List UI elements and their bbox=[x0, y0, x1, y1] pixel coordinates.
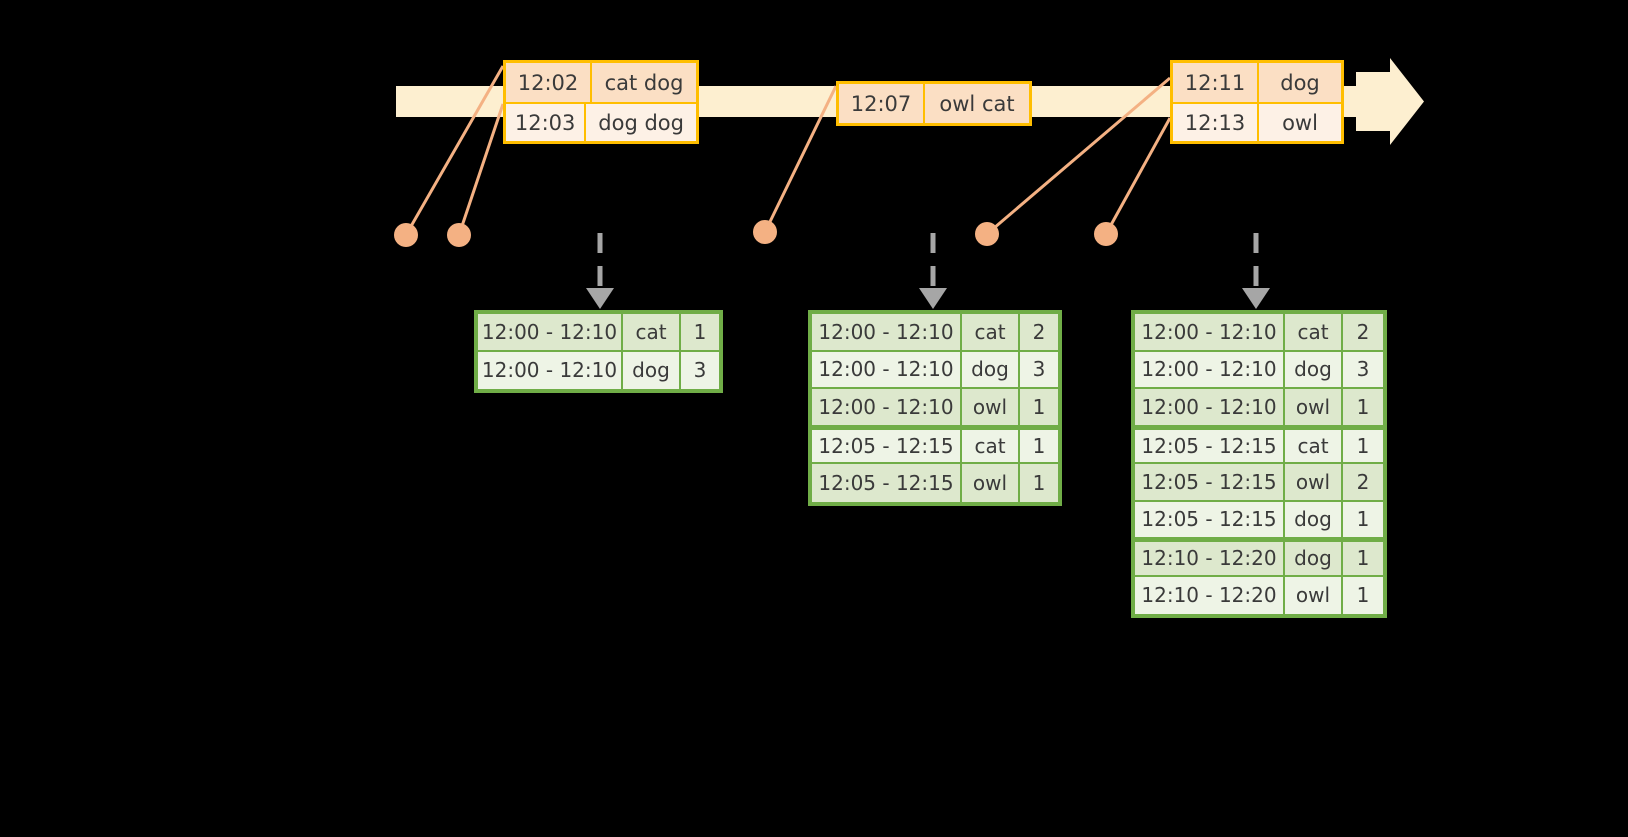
timeline-event-group-1[interactable]: 12:02 cat dog 12:03 dog dog bbox=[503, 60, 699, 144]
event-payload: dog dog bbox=[586, 104, 696, 141]
cell-window: 12:00 - 12:10 bbox=[812, 314, 962, 352]
cell-key: owl bbox=[962, 389, 1020, 427]
connector-3 bbox=[763, 85, 838, 233]
event-dot-4 bbox=[975, 222, 999, 246]
arrow-head-2 bbox=[919, 288, 947, 309]
timeline-event-row[interactable]: 12:11 dog bbox=[1173, 63, 1341, 102]
event-dot-5 bbox=[1094, 222, 1118, 246]
timeline-event-row[interactable]: 12:13 owl bbox=[1173, 102, 1341, 141]
cell-window: 12:00 - 12:10 bbox=[1135, 389, 1285, 427]
cell-key: owl bbox=[1285, 576, 1343, 614]
table-row[interactable]: 12:05 - 12:15 dog 1 bbox=[1135, 501, 1383, 539]
cell-window: 12:00 - 12:10 bbox=[1135, 351, 1285, 389]
cell-window: 12:10 - 12:20 bbox=[1135, 576, 1285, 614]
timeline-event-row[interactable]: 12:07 owl cat bbox=[839, 84, 1029, 123]
event-payload: cat dog bbox=[592, 63, 696, 102]
event-time: 12:11 bbox=[1173, 63, 1259, 102]
cell-count: 3 bbox=[1020, 351, 1058, 389]
cell-count: 1 bbox=[1343, 539, 1383, 577]
cell-count: 1 bbox=[1020, 389, 1058, 427]
cell-window: 12:05 - 12:15 bbox=[812, 464, 962, 502]
table-row[interactable]: 12:00 - 12:10 cat 2 bbox=[812, 314, 1058, 352]
connector-2 bbox=[457, 103, 505, 236]
table-row[interactable]: 12:00 - 12:10 owl 1 bbox=[812, 389, 1058, 427]
cell-window: 12:00 - 12:10 bbox=[1135, 314, 1285, 352]
cell-count: 1 bbox=[1020, 464, 1058, 502]
connector-5 bbox=[1104, 117, 1172, 235]
cell-key: cat bbox=[623, 314, 681, 352]
event-time: 12:13 bbox=[1173, 104, 1259, 141]
cell-window: 12:05 - 12:15 bbox=[1135, 501, 1285, 539]
cell-window: 12:00 - 12:10 bbox=[478, 314, 623, 352]
table-row[interactable]: 12:00 - 12:10 dog 3 bbox=[1135, 351, 1383, 389]
cell-count: 1 bbox=[1020, 426, 1058, 464]
cell-window: 12:05 - 12:15 bbox=[1135, 464, 1285, 502]
cell-key: dog bbox=[1285, 539, 1343, 577]
event-dots bbox=[394, 220, 1118, 247]
table-row[interactable]: 12:00 - 12:10 dog 3 bbox=[478, 351, 719, 389]
dashed-arrows bbox=[597, 233, 1259, 290]
cell-window: 12:00 - 12:10 bbox=[812, 351, 962, 389]
timeline-event-row[interactable]: 12:03 dog dog bbox=[506, 102, 696, 141]
cell-key: owl bbox=[1285, 389, 1343, 427]
cell-count: 2 bbox=[1020, 314, 1058, 352]
cell-count: 1 bbox=[1343, 389, 1383, 427]
cell-count: 1 bbox=[1343, 576, 1383, 614]
cell-count: 1 bbox=[681, 314, 719, 352]
timeline-event-group-3[interactable]: 12:11 dog 12:13 owl bbox=[1170, 60, 1344, 144]
table-row[interactable]: 12:05 - 12:15 cat 1 bbox=[1135, 426, 1383, 464]
cell-count: 3 bbox=[1343, 351, 1383, 389]
table-row[interactable]: 12:05 - 12:15 owl 1 bbox=[812, 464, 1058, 502]
result-table-3[interactable]: 12:00 - 12:10 cat 2 12:00 - 12:10 dog 3 … bbox=[1131, 310, 1387, 618]
cell-key: dog bbox=[962, 351, 1020, 389]
table-row[interactable]: 12:10 - 12:20 dog 1 bbox=[1135, 539, 1383, 577]
timeline-event-group-2[interactable]: 12:07 owl cat bbox=[836, 81, 1032, 126]
table-row[interactable]: 12:10 - 12:20 owl 1 bbox=[1135, 576, 1383, 614]
cell-window: 12:05 - 12:15 bbox=[812, 426, 962, 464]
table-row[interactable]: 12:00 - 12:10 owl 1 bbox=[1135, 389, 1383, 427]
table-row[interactable]: 12:00 - 12:10 cat 1 bbox=[478, 314, 719, 352]
event-dot-3 bbox=[753, 220, 777, 244]
cell-key: dog bbox=[623, 351, 681, 389]
cell-count: 2 bbox=[1343, 314, 1383, 352]
cell-key: owl bbox=[1285, 464, 1343, 502]
event-dot-2 bbox=[447, 223, 471, 247]
event-payload: owl bbox=[1259, 104, 1341, 141]
cell-key: cat bbox=[962, 314, 1020, 352]
cell-key: cat bbox=[1285, 314, 1343, 352]
result-table-2[interactable]: 12:00 - 12:10 cat 2 12:00 - 12:10 dog 3 … bbox=[808, 310, 1062, 506]
cell-count: 3 bbox=[681, 351, 719, 389]
table-row[interactable]: 12:00 - 12:10 dog 3 bbox=[812, 351, 1058, 389]
timeline-event-row[interactable]: 12:02 cat dog bbox=[506, 63, 696, 102]
event-dot-1 bbox=[394, 223, 418, 247]
result-table-1[interactable]: 12:00 - 12:10 cat 1 12:00 - 12:10 dog 3 bbox=[474, 310, 723, 393]
cell-count: 2 bbox=[1343, 464, 1383, 502]
cell-window: 12:05 - 12:15 bbox=[1135, 426, 1285, 464]
dashed-arrow-heads bbox=[586, 288, 1270, 309]
cell-key: dog bbox=[1285, 501, 1343, 539]
event-payload: dog bbox=[1259, 63, 1341, 102]
table-row[interactable]: 12:05 - 12:15 cat 1 bbox=[812, 426, 1058, 464]
cell-window: 12:10 - 12:20 bbox=[1135, 539, 1285, 577]
cell-count: 1 bbox=[1343, 426, 1383, 464]
cell-key: dog bbox=[1285, 351, 1343, 389]
cell-key: cat bbox=[1285, 426, 1343, 464]
cell-window: 12:00 - 12:10 bbox=[812, 389, 962, 427]
cell-key: cat bbox=[962, 426, 1020, 464]
connector-1 bbox=[404, 65, 505, 236]
cell-count: 1 bbox=[1343, 501, 1383, 539]
table-row[interactable]: 12:05 - 12:15 owl 2 bbox=[1135, 464, 1383, 502]
event-time: 12:02 bbox=[506, 63, 592, 102]
time-arrow-icon bbox=[1356, 58, 1424, 145]
arrow-head-3 bbox=[1242, 288, 1270, 309]
event-time: 12:03 bbox=[506, 104, 587, 141]
event-payload: owl cat bbox=[925, 84, 1029, 123]
arrow-head-1 bbox=[586, 288, 614, 309]
cell-key: owl bbox=[962, 464, 1020, 502]
table-row[interactable]: 12:00 - 12:10 cat 2 bbox=[1135, 314, 1383, 352]
event-time: 12:07 bbox=[839, 84, 925, 123]
cell-window: 12:00 - 12:10 bbox=[478, 351, 623, 389]
